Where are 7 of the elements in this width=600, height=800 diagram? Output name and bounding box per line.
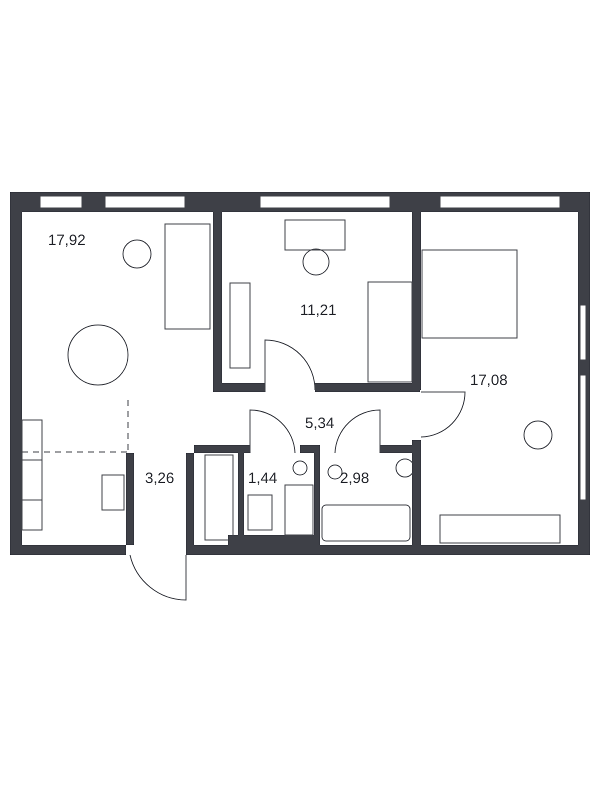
- room-area: 3,26: [145, 470, 174, 487]
- room-area: 1,44: [248, 470, 278, 487]
- room-area: 5,34: [305, 415, 334, 432]
- room-area: 17,08: [470, 372, 508, 389]
- room-area: 11,21: [300, 302, 336, 319]
- room-area: 17,92: [48, 232, 86, 249]
- room-area: 2,98: [340, 470, 370, 487]
